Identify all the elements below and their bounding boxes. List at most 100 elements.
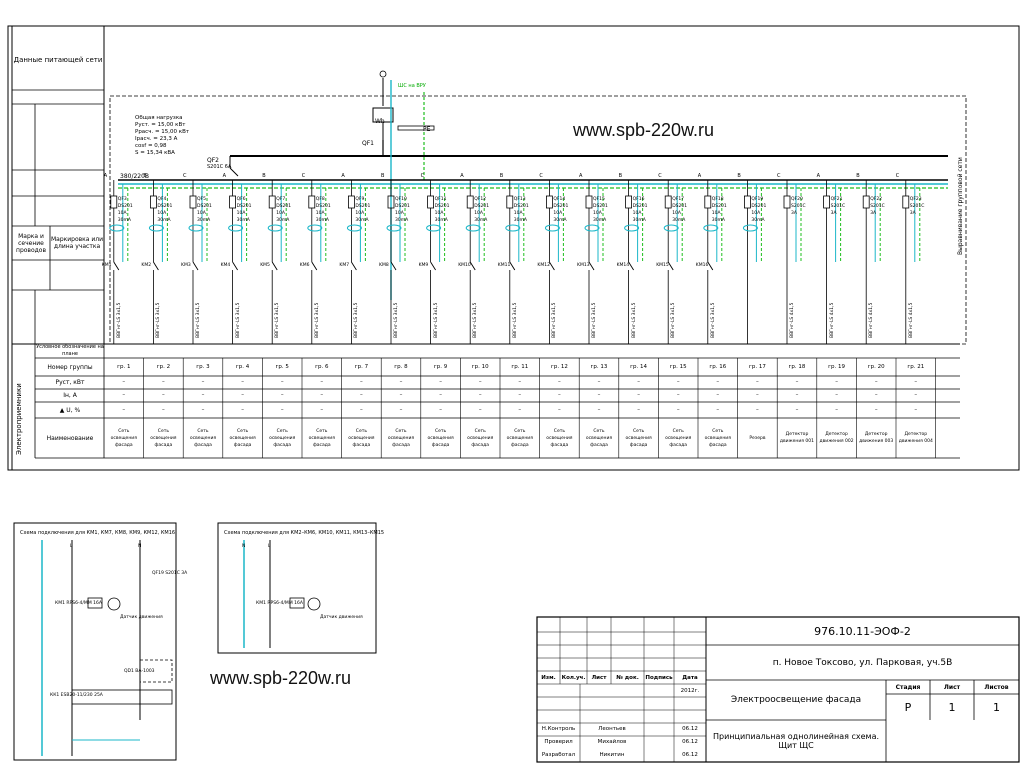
table-cell: гр. 12 [550,363,568,370]
table-cell: Сеть освещения фасада [387,428,415,448]
rcd-label: 30mA [672,218,686,223]
rating-label: 10A [711,211,721,216]
breaker-label: QF14 [553,197,566,202]
relay-label: KM5 [260,263,270,268]
row-label: Наименование [46,434,94,442]
table-cell: Сеть освещения фасада [585,428,613,448]
stage-header: Стадия [895,683,921,691]
table-cell: гр. 8 [394,363,408,370]
table-cell: гр. 4 [235,363,250,370]
cable-label: ВВГнг-LS 3х1,5 [631,302,637,338]
device-label: DS201 [632,204,648,209]
phase-label: B [499,173,504,179]
table-cell: – [597,379,601,385]
device-label: DS201 [197,204,212,209]
phase-label: A [816,173,821,179]
qf1-label: QF1 [362,140,374,147]
voltage-label: 380/220В [120,173,150,180]
load-line: Ррасч. = 15,00 кВт [135,129,190,135]
rcd-label: 30mA [355,218,369,223]
table-cell: – [756,392,759,398]
device-label: DS201 [355,204,371,209]
table-cell: гр. 1 [117,363,131,370]
qf2-switch [229,167,239,177]
table-cell: Сеть освещения фасада [348,428,375,448]
phase-label: B [262,173,266,179]
cable-label: ВВГнг-LS 3х1,5 [235,302,241,338]
table-cell: Сеть освещения фасада [269,428,296,448]
rating-label: 10A [553,211,563,216]
table-cell: – [676,379,680,385]
phase-label: A [579,173,583,179]
breaker-label: QF15 [593,197,605,202]
load-line: Руст. = 15,00 кВт [135,122,186,128]
relay-label: KM2 [141,263,152,268]
table-cell: – [320,406,324,413]
phase-label: C [658,173,662,179]
sheet-header: Лист [943,683,961,691]
cable-label: ВВГнг-LS 4х1,5 [869,302,875,338]
breaker-label: QF22 [870,197,883,202]
tb-date: 2012г. [680,687,700,694]
breaker-10 [466,195,474,209]
table-cell: Сеть освещения фасада [546,428,573,448]
rcd-label: 30mA [157,218,171,223]
signer-role: Разработал [541,751,576,758]
table-cell: – [280,379,284,385]
phase-label: A [697,173,702,179]
table-cell: Сеть освещения фасада [427,428,454,448]
contactor-4 [232,261,238,271]
tb-col-header: Изм. [541,674,556,681]
scheme-1-label: QD1 ВА-1003 [124,669,155,674]
rating-label: 10A [157,211,167,216]
phase-label: A [341,173,345,179]
rcd-10 [465,224,481,232]
breaker-label: QF12 [474,197,487,202]
phase-label: C [420,173,425,179]
scheme-1-contactor [139,659,173,683]
table-cell: – [874,406,878,413]
table-cell: – [162,406,165,413]
table-cell: – [637,379,640,385]
cable-label: ВВГнг-LS 4х1,5 [829,302,835,338]
contactor-12 [549,261,555,271]
breaker-1 [110,195,118,209]
phase-label: B [143,173,147,179]
scheme-2-label: Датчик движения [320,615,363,620]
rating-label: 10A [593,211,602,216]
contactor-16 [707,261,714,271]
rcd-label: 30mA [632,218,646,223]
tb-col-header: Лист [591,674,607,681]
rating-label: 3A [870,211,877,216]
table-cell: Сеть освещения фасада [308,428,335,448]
relay-label: KM14 [616,263,630,268]
relay-label: KM16 [695,263,709,268]
breaker-label: QF9 [355,197,365,202]
table-cell: – [478,392,482,398]
table-cell: гр. 11 [511,363,529,370]
cable-label: ВВГнг-LS 4х1,5 [790,302,795,338]
device-label: DS201 [236,204,252,209]
cable-label: ВВГнг-LS 3х1,5 [512,302,518,338]
table-cell: – [241,392,244,398]
relay-label: KM6 [299,263,310,268]
phase-label: C [183,173,187,179]
table-side-label: Электроприемники [15,383,23,455]
contactor-1 [113,261,120,271]
rating-label: 10A [672,211,681,216]
qf2-spec: S201C 6A [207,164,232,170]
table-cell: – [122,392,126,398]
device-label: DS201 [157,204,173,209]
rating-label: 10A [117,211,127,216]
device-label: DS201 [474,204,490,209]
row-label: Руст, кВт [55,379,85,386]
rating-label: 10A [315,211,325,216]
scheme-1-breaker [71,689,173,705]
breaker-label: QF23 [909,197,922,202]
breaker-15 [664,195,672,209]
cable-label: ВВГнг-LS 3х1,5 [275,302,281,338]
row-label: Iн, А [63,392,77,399]
relay-label: KM7 [339,263,350,268]
rcd-label: 30mA [117,218,131,223]
device-label: S201C [870,204,885,209]
